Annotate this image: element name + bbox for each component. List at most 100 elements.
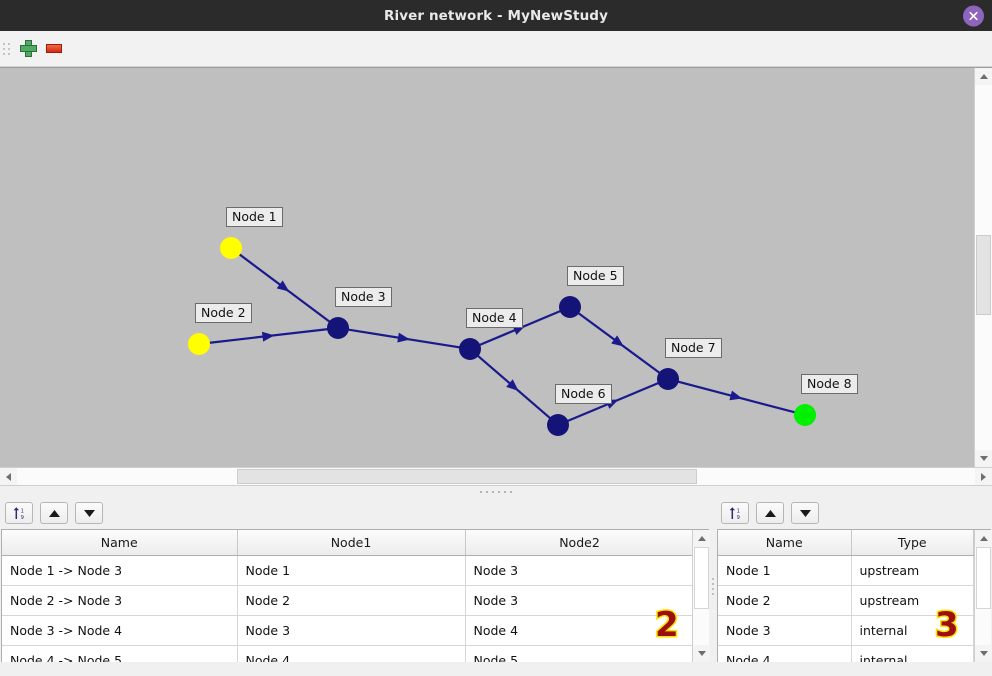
nodes-cell[interactable]: Node 4 <box>718 645 852 662</box>
nodes-cell[interactable]: Node 2 <box>718 585 852 616</box>
nodes-scroll-thumb[interactable] <box>976 547 991 609</box>
node-label-node5[interactable]: Node 5 <box>567 266 624 287</box>
links-cell[interactable]: Node 3 <box>237 615 466 646</box>
nodes-scroll-down-arrow-icon[interactable] <box>975 645 992 662</box>
panes-vertical-splitter[interactable] <box>710 497 716 676</box>
edge-arrow-icon <box>276 280 290 292</box>
links-cell[interactable]: Node 1 -> Node 3 <box>2 555 238 586</box>
nodes-cell[interactable]: Node 3 <box>718 615 852 646</box>
scroll-right-arrow-icon[interactable] <box>975 468 992 485</box>
nodes-cell[interactable]: upstream <box>851 555 974 586</box>
vertical-scroll-thumb[interactable] <box>976 235 991 315</box>
node-label-node3[interactable]: Node 3 <box>335 287 392 308</box>
nodes-column-header[interactable]: Type <box>851 530 974 556</box>
graph-node-node3[interactable] <box>327 317 349 339</box>
graph-node-node5[interactable] <box>559 296 581 318</box>
arrow-down-icon <box>799 509 811 517</box>
node-label-node6[interactable]: Node 6 <box>555 384 612 405</box>
nodes-pane: 1 9 <box>716 497 992 676</box>
links-scroll-track[interactable] <box>693 547 710 645</box>
links-cell[interactable]: Node 4 <box>237 645 466 662</box>
horizontal-scroll-track[interactable] <box>17 468 975 485</box>
tables-area: 1 9 <box>0 497 992 676</box>
links-cell[interactable]: Node 3 <box>465 555 693 586</box>
splitter-grip-vertical-icon <box>712 578 714 595</box>
links-move-up-button[interactable] <box>40 502 68 524</box>
edge-arrow-icon <box>397 332 410 343</box>
links-cell[interactable]: Node 5 <box>465 645 693 662</box>
add-node-button[interactable] <box>15 36 41 62</box>
close-icon[interactable] <box>963 5 984 26</box>
links-cell[interactable]: Node 4 <box>465 615 693 646</box>
links-column-header[interactable]: Node1 <box>237 530 466 556</box>
graph-node-node7[interactable] <box>657 368 679 390</box>
links-cell[interactable]: Node 3 -> Node 4 <box>2 615 238 646</box>
links-cell[interactable]: Node 2 <box>237 585 466 616</box>
links-scroll-down-arrow-icon[interactable] <box>693 645 711 662</box>
scroll-left-arrow-icon[interactable] <box>0 468 17 485</box>
links-cell[interactable]: Node 3 <box>465 585 693 616</box>
edge-arrow-icon <box>506 379 519 391</box>
nodes-cell[interactable]: Node 1 <box>718 555 852 586</box>
links-toolbar: 1 9 <box>0 497 710 529</box>
links-scroll-up-arrow-icon[interactable] <box>693 530 711 547</box>
panel-splitter[interactable] <box>0 485 992 497</box>
graph-node-node6[interactable] <box>547 414 569 436</box>
network-canvas[interactable]: Node 1 Node 2 Node 3 Node 4 Node 5 Node 6 Node… <box>0 67 974 467</box>
nodes-vertical-scrollbar[interactable] <box>974 530 992 662</box>
graph-node-node1[interactable] <box>220 237 242 259</box>
nodes-scroll-up-arrow-icon[interactable] <box>975 530 992 547</box>
links-cell[interactable]: Node 2 -> Node 3 <box>2 585 238 616</box>
nodes-cell[interactable]: internal <box>851 615 974 646</box>
window-title: River network - MyNewStudy <box>384 7 608 24</box>
scroll-up-arrow-icon[interactable] <box>975 68 992 85</box>
links-move-down-button[interactable] <box>75 502 103 524</box>
nodes-move-down-button[interactable] <box>791 502 819 524</box>
node-label-node1[interactable]: Node 1 <box>226 207 283 228</box>
splitter-grip-icon <box>480 490 512 493</box>
links-sort-button[interactable]: 1 9 <box>5 502 33 524</box>
delete-node-button[interactable] <box>41 36 67 62</box>
svg-text:1: 1 <box>21 509 24 515</box>
nodes-column-header[interactable]: Name <box>718 530 852 556</box>
node-label-node7[interactable]: Node 7 <box>665 338 722 359</box>
links-cell[interactable]: Node 4 -> Node 5 <box>2 645 238 662</box>
nodes-cell[interactable]: upstream <box>851 585 974 616</box>
links-vertical-scrollbar[interactable] <box>692 530 711 662</box>
node-label-node2[interactable]: Node 2 <box>195 303 252 324</box>
nodes-cell[interactable]: internal <box>851 645 974 662</box>
nodes-pane-footer <box>716 662 992 676</box>
nodes-move-up-button[interactable] <box>756 502 784 524</box>
graph-node-node4[interactable] <box>459 338 481 360</box>
links-scroll-thumb[interactable] <box>694 547 710 609</box>
vertical-scroll-track[interactable] <box>975 85 992 450</box>
scroll-down-arrow-icon[interactable] <box>975 450 992 467</box>
node-label-node4[interactable]: Node 4 <box>466 308 523 329</box>
canvas-horizontal-scrollbar[interactable] <box>0 467 992 485</box>
links-cell[interactable]: Node 1 <box>237 555 466 586</box>
graph-node-node2[interactable] <box>188 333 210 355</box>
toolbar-drag-handle[interactable] <box>2 38 11 60</box>
arrow-up-icon <box>48 509 60 517</box>
horizontal-scroll-thumb[interactable] <box>237 469 697 484</box>
canvas-vertical-scrollbar[interactable] <box>974 67 992 467</box>
nodes-sort-button[interactable]: 1 9 <box>721 502 749 524</box>
node-label-node8[interactable]: Node 8 <box>801 374 858 395</box>
window-titlebar: River network - MyNewStudy <box>0 0 992 31</box>
main-toolbar <box>0 31 992 67</box>
links-column-header[interactable]: Node2 <box>465 530 693 556</box>
nodes-scroll-track[interactable] <box>975 547 991 645</box>
links-column-header[interactable]: Name <box>2 530 238 556</box>
graph-node-node8[interactable] <box>794 404 816 426</box>
